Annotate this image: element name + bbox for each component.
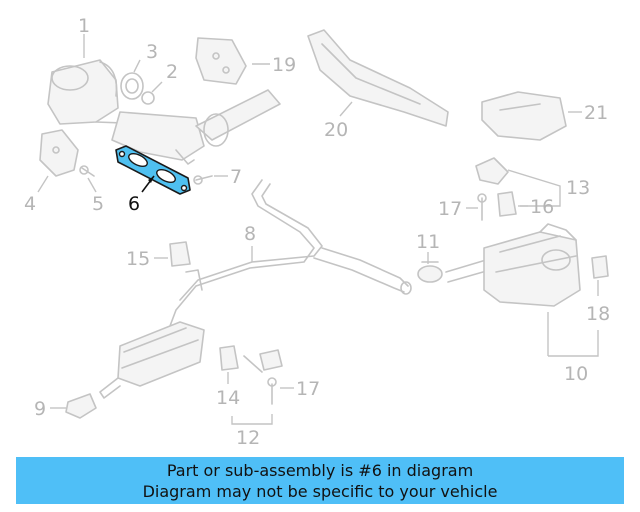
part-16-hanger[interactable] xyxy=(497,191,517,217)
part-20-heat-shield[interactable] xyxy=(307,29,449,127)
callout-11: 11 xyxy=(416,231,440,253)
callout-12: 12 xyxy=(236,427,260,449)
callout-6: 6 xyxy=(128,193,140,215)
callout-1: 1 xyxy=(78,15,90,37)
part-13-bracket[interactable] xyxy=(475,157,509,185)
part-17-bolt-lower[interactable] xyxy=(267,377,277,405)
callout-9: 9 xyxy=(34,398,46,420)
callout-8: 8 xyxy=(244,223,256,245)
part-7-bolt[interactable] xyxy=(193,175,213,185)
arrow-6 xyxy=(148,176,154,183)
bracket-13 xyxy=(507,169,561,207)
bracket-10 xyxy=(548,330,599,357)
part-10-rear-muffler[interactable] xyxy=(445,223,581,307)
part-6-gasket-highlighted[interactable] xyxy=(115,145,191,195)
callout-7: 7 xyxy=(230,166,242,188)
banner-line-1: Part or sub-assembly is #6 in diagram xyxy=(166,460,474,480)
callout-16: 16 xyxy=(530,196,554,218)
callout-4: 4 xyxy=(24,193,36,215)
part-5-bolt[interactable] xyxy=(79,165,95,177)
callout-14: 14 xyxy=(216,387,240,409)
callout-15: 15 xyxy=(126,248,150,270)
front-pipe xyxy=(175,89,281,165)
part-2-gasket[interactable] xyxy=(141,91,155,105)
callout-21: 21 xyxy=(584,102,608,124)
callout-10: 10 xyxy=(564,363,588,385)
callout-13: 13 xyxy=(566,177,590,199)
part-1-catalytic-converter[interactable] xyxy=(47,59,211,161)
callout-19: 19 xyxy=(272,54,296,76)
part-3-ring-gasket[interactable] xyxy=(120,72,144,100)
leader-5 xyxy=(87,177,97,193)
part-bracket-lower xyxy=(243,349,283,373)
part-9-tail-pipe[interactable] xyxy=(65,393,97,419)
part-17-bolt-upper[interactable] xyxy=(477,193,487,221)
exhaust-system-diagram: 1 3 2 4 5 6 xyxy=(24,15,610,449)
part-21-heat-shield[interactable] xyxy=(481,91,567,141)
part-11-clamp[interactable] xyxy=(417,261,443,283)
part-8-exhaust-pipe[interactable] xyxy=(169,179,412,327)
part-4-bracket[interactable] xyxy=(39,129,79,177)
banner-line-2: Diagram may not be specific to your vehi… xyxy=(142,481,498,501)
leader-2 xyxy=(151,81,163,93)
leader-4 xyxy=(37,175,49,193)
leader-3 xyxy=(133,59,141,73)
part-19-heat-shield[interactable] xyxy=(195,37,247,85)
leader-20 xyxy=(339,101,353,117)
callout-18: 18 xyxy=(586,303,610,325)
callout-2: 2 xyxy=(166,61,178,83)
bracket-12 xyxy=(231,414,273,425)
callout-17-upper: 17 xyxy=(438,198,462,220)
part-14-hanger[interactable] xyxy=(219,345,239,371)
callout-20: 20 xyxy=(324,119,348,141)
center-muffler xyxy=(99,321,205,399)
callout-5: 5 xyxy=(92,193,104,215)
callout-17-lower: 17 xyxy=(296,378,320,400)
part-info-banner: Part or sub-assembly is #6 in diagram Di… xyxy=(16,457,624,504)
part-15-hanger[interactable] xyxy=(169,241,203,291)
part-18-hanger[interactable] xyxy=(591,255,609,279)
callout-3: 3 xyxy=(146,41,158,63)
